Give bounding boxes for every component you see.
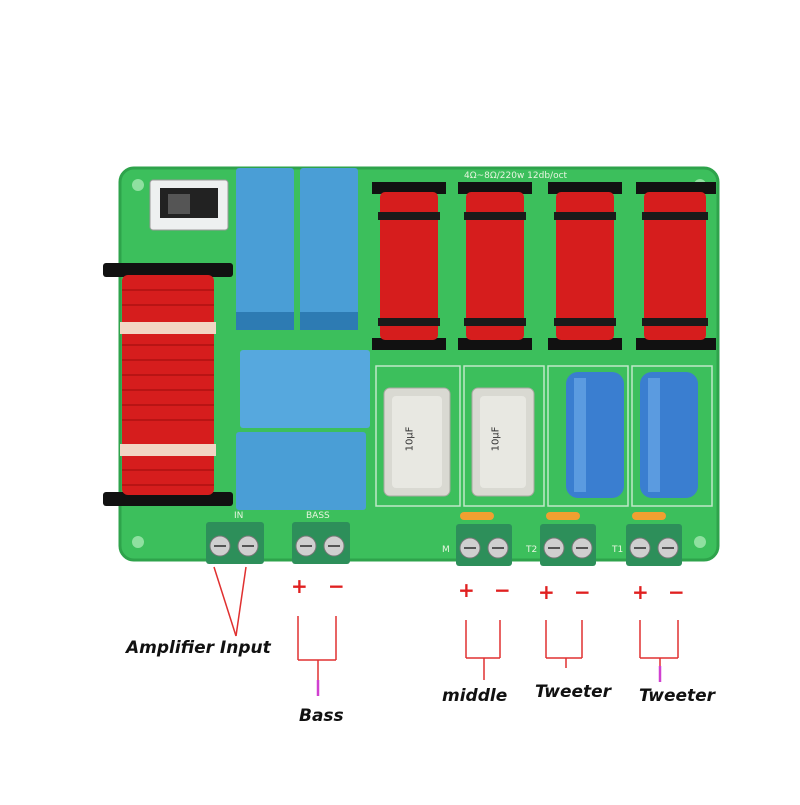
plus-sign-tweeter-2: + [538, 580, 555, 604]
inductor-coil [636, 182, 716, 350]
electrolytic-capacitor [640, 372, 698, 498]
silkscreen-bass: BASS [306, 511, 330, 521]
capacitor-value-label: 10μF [490, 426, 502, 452]
silkscreen-in: IN [234, 511, 244, 521]
capacitor-value-label: 10μF [404, 426, 416, 452]
minus-sign-middle: − [494, 578, 511, 602]
terminal-block-in [206, 522, 264, 564]
metal-film-capacitor [471, 387, 535, 497]
bass-inductor-coil [103, 263, 233, 506]
terminal-block-bass [292, 522, 350, 564]
minus-sign-tweeter-1: − [668, 580, 685, 604]
film-capacitor [300, 168, 358, 330]
tweeter-label-1: Tweeter [639, 686, 716, 706]
tweeter-label-2: Tweeter [535, 682, 612, 702]
silkscreen-m: M [442, 545, 450, 555]
plus-sign-middle: + [458, 578, 475, 602]
middle-label: middle [442, 686, 508, 706]
electrolytic-capacitor [566, 372, 624, 498]
amplifier-input-label: Amplifier Input [126, 638, 271, 658]
plus-sign-tweeter-1: + [632, 580, 649, 604]
terminal-block-middle [456, 524, 512, 566]
minus-sign-tweeter-2: − [574, 580, 591, 604]
plus-sign-bass: + [291, 574, 308, 598]
film-capacitor [240, 350, 370, 428]
minus-sign-bass: − [328, 574, 345, 598]
film-capacitor [236, 168, 294, 330]
silkscreen-t1: T1 [612, 545, 624, 555]
inductor-coil [548, 182, 622, 350]
inductor-coil [372, 182, 446, 350]
terminal-block-tweeter-2 [540, 524, 596, 566]
film-capacitor [236, 432, 366, 510]
silkscreen-t2: T2 [526, 545, 538, 555]
inductor-coil [458, 182, 532, 350]
bass-label: Bass [299, 706, 344, 726]
annotation-lines [213, 566, 679, 694]
metal-film-capacitor [383, 387, 451, 497]
slide-switch [149, 179, 229, 231]
terminal-block-tweeter-1 [626, 524, 682, 566]
silkscreen-spec: 4Ω~8Ω/220w 12db/oct [464, 171, 568, 181]
